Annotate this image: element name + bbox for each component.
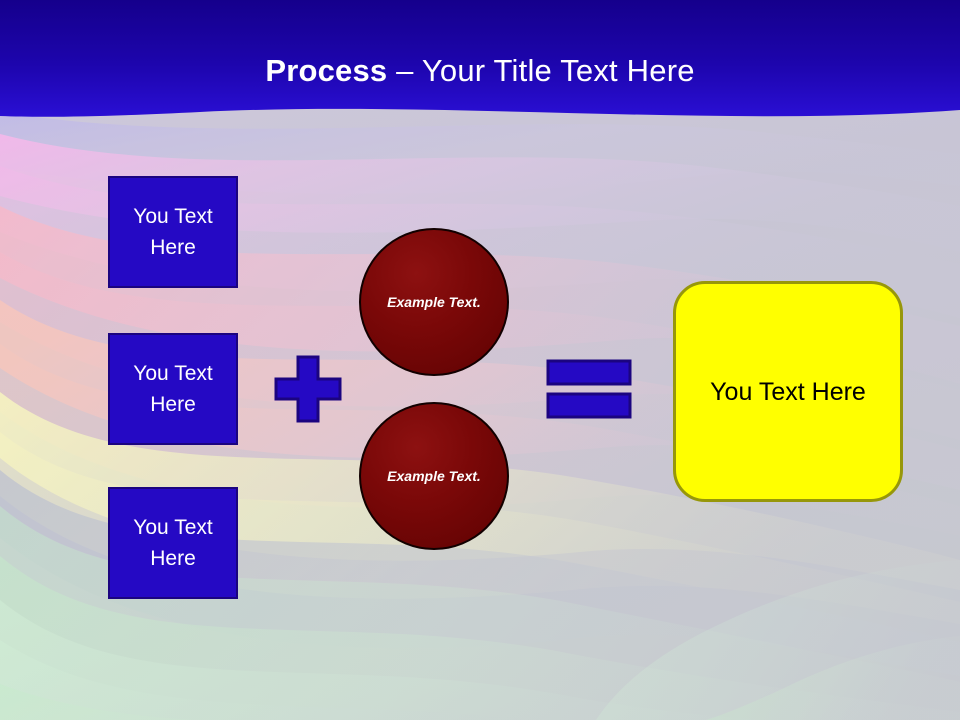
page-title-rest: – Your Title Text Here [387, 53, 695, 88]
equals-sign-icon [546, 358, 632, 420]
example-circle-1[interactable]: Example Text. [359, 228, 509, 376]
input-box-2-label: You Text Here [133, 362, 213, 416]
input-box-2[interactable]: You Text Here [108, 333, 238, 445]
page-title: Process – Your Title Text Here [0, 52, 960, 90]
example-circle-2[interactable]: Example Text. [359, 402, 509, 550]
slide-header-band [0, 0, 960, 130]
plus-sign-icon [274, 355, 342, 423]
example-circle-2-label: Example Text. [387, 467, 481, 484]
result-box-label: You Text Here [710, 377, 866, 406]
input-box-3[interactable]: You Text Here [108, 487, 238, 599]
page-title-strong: Process [265, 53, 388, 88]
input-box-1[interactable]: You Text Here [108, 176, 238, 288]
input-box-3-label: You Text Here [133, 516, 213, 570]
example-circle-1-label: Example Text. [387, 293, 481, 310]
result-box[interactable]: You Text Here [673, 281, 903, 502]
input-box-1-label: You Text Here [133, 205, 213, 259]
